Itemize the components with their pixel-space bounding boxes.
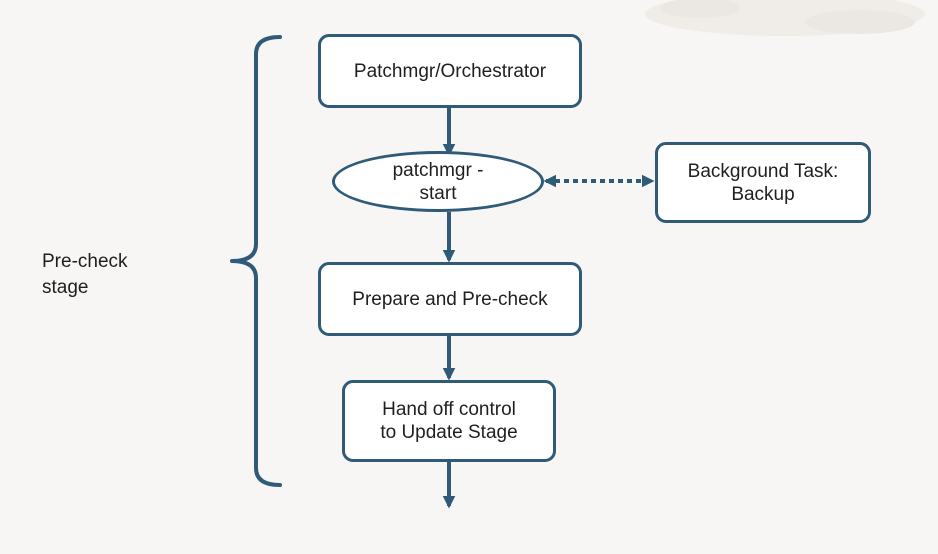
stage-label-line-1: Pre-check — [42, 251, 128, 272]
orchestrator-node: Patchmgr/Orchestrator — [318, 34, 582, 108]
backup-line-2: Backup — [731, 183, 795, 205]
patchmgr-start-line-2: start — [419, 182, 457, 204]
background-backup-node: Background Task: Backup — [655, 142, 871, 223]
background-texture — [645, 0, 925, 36]
prepare-precheck-label: Prepare and Pre-check — [352, 288, 548, 310]
stage-label: Pre-check stage — [42, 249, 212, 301]
prepare-precheck-node: Prepare and Pre-check — [318, 262, 582, 336]
stage-label-line-2: stage — [42, 277, 89, 298]
handoff-line-2: to Update Stage — [380, 422, 518, 443]
orchestrator-label: Patchmgr/Orchestrator — [353, 60, 547, 82]
stage-bracket — [230, 35, 282, 487]
backup-line-1: Background Task: — [687, 160, 839, 182]
patchmgr-start-node: patchmgr - start — [332, 151, 544, 212]
handoff-line-1: Hand off control — [382, 399, 516, 420]
handoff-node: Hand off control to Update Stage — [342, 380, 556, 462]
patchmgr-start-line-1: patchmgr - — [392, 159, 484, 181]
